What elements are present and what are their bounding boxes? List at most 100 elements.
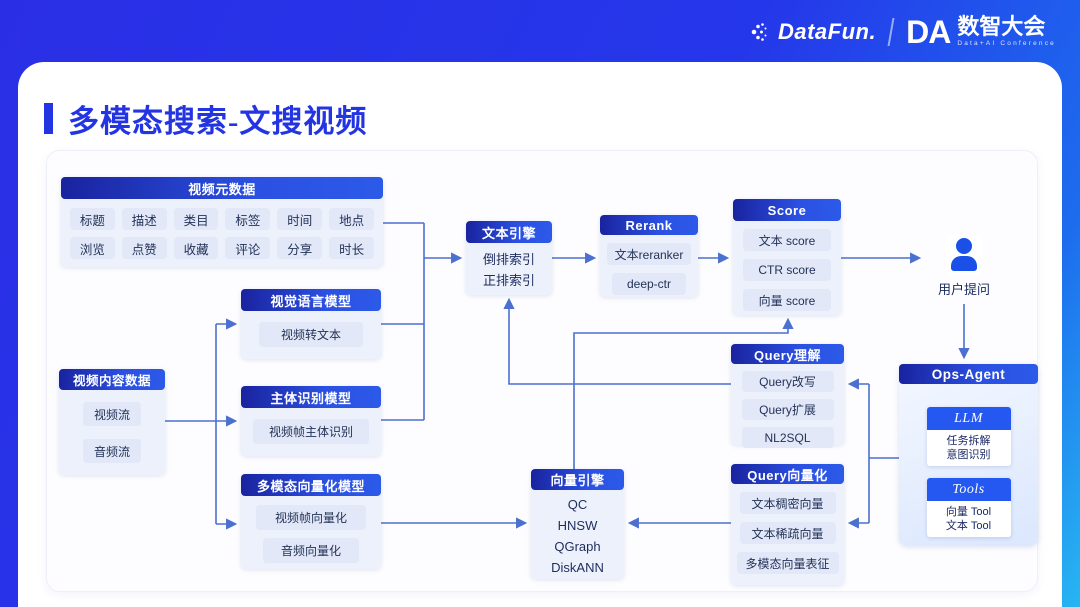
query-vectorization-item: 文本稀疏向量 (739, 522, 836, 544)
rerank-items: 文本reranker deep-ctr (600, 235, 698, 295)
brand-divider (887, 18, 895, 46)
vector-engine-item: DiskANN (551, 560, 604, 575)
conference-name-cn: 数智大会 (957, 14, 1046, 40)
box-subject-recognition-model-header: 主体识别模型 (241, 386, 381, 408)
ops-tools-line: 向量 Tool (945, 506, 992, 518)
metadata-tag: 浏览 (70, 237, 115, 259)
query-vectorization-item: 多模态向量表征 (736, 552, 839, 574)
box-video-content: 视频内容数据 视频流 音频流 (59, 369, 165, 475)
box-video-content-header: 视频内容数据 (59, 369, 165, 390)
mm-vector-items: 视频帧向量化 音频向量化 (241, 496, 381, 563)
query-vectorization-items: 文本稠密向量 文本稀疏向量 多模态向量表征 (731, 484, 844, 574)
box-video-metadata: 视频元数据 标题 描述 类目 标签 时间 地点 浏览 点赞 收藏 评论 分享 时… (61, 177, 383, 267)
ops-tools-header: Tools (926, 478, 1011, 501)
mm-vector-item: 音频向量化 (263, 538, 359, 563)
metadata-tags: 标题 描述 类目 标签 时间 地点 浏览 点赞 收藏 评论 分享 时长 (61, 199, 383, 268)
rerank-item: deep-ctr (612, 273, 686, 295)
datafun-dots-icon (751, 23, 767, 41)
metadata-tag: 描述 (121, 208, 167, 230)
box-subject-recognition-model: 主体识别模型 视频帧主体识别 (241, 386, 381, 456)
user-icon-head (956, 238, 972, 254)
user-icon-torso (951, 256, 977, 271)
da-conference-logo: DA 数智大会 Data+AI Conference (906, 16, 1056, 48)
brand-bar: DataFun. DA 数智大会 Data+AI Conference (750, 16, 1056, 48)
box-vector-engine: 向量引擎 QC HNSW QGraph DiskANN (531, 469, 624, 579)
ops-tools-box: Tools 向量 Tool 文本 Tool (926, 478, 1011, 537)
text-engine-items: 倒排索引 正排索引 (466, 243, 552, 289)
box-score-header: Score (733, 199, 841, 221)
subject-model-items: 视频帧主体识别 (241, 408, 381, 444)
slide-title-row: 多模态搜索-文搜视频 (44, 96, 367, 141)
conference-name: 数智大会 Data+AI Conference (957, 16, 1056, 48)
box-rerank-header: Rerank (600, 215, 698, 235)
vector-engine-items: QC HNSW QGraph DiskANN (531, 490, 624, 578)
arrow-vector-engine-to-score (573, 317, 794, 469)
metadata-tag: 标题 (70, 208, 115, 230)
datafun-logo: DataFun. (750, 19, 876, 45)
user-icon (946, 235, 982, 275)
box-video-metadata-header: 视频元数据 (61, 177, 383, 199)
query-understanding-items: Query改写 Query扩展 NL2SQL (731, 364, 844, 448)
metadata-tag: 时长 (329, 237, 374, 259)
ops-llm-body: 任务拆解 意图识别 (926, 430, 1011, 466)
box-query-vectorization-header: Query向量化 (731, 464, 844, 484)
box-query-vectorization: Query向量化 文本稠密向量 文本稀疏向量 多模态向量表征 (731, 464, 844, 585)
score-item: CTR score (743, 259, 831, 281)
ops-tools-body: 向量 Tool 文本 Tool (926, 501, 1011, 537)
box-text-engine: 文本引擎 倒排索引 正排索引 (466, 221, 552, 295)
da-letters: DA (906, 14, 951, 50)
text-engine-item: 正排索引 (482, 273, 535, 288)
box-rerank: Rerank 文本reranker deep-ctr (600, 215, 698, 297)
ops-llm-header: LLM (926, 407, 1011, 430)
mm-vector-item: 视频帧向量化 (256, 505, 366, 530)
slide-title: 多模态搜索-文搜视频 (68, 104, 368, 139)
metadata-tag: 评论 (225, 237, 271, 259)
metadata-tag: 收藏 (173, 237, 219, 259)
metadata-tag: 类目 (173, 208, 219, 230)
box-multimodal-vectorization-model: 多模态向量化模型 视频帧向量化 音频向量化 (241, 474, 381, 569)
video-content-item: 音频流 (83, 439, 141, 463)
ops-llm-box: LLM 任务拆解 意图识别 (926, 407, 1011, 466)
vlm-item: 视频转文本 (259, 322, 363, 347)
vector-engine-item: QC (567, 497, 588, 512)
metadata-tag: 标签 (225, 208, 271, 230)
score-items: 文本 score CTR score 向量 score (733, 221, 841, 311)
datafun-wordmark: DataFun. (777, 19, 877, 44)
connector-wires (165, 222, 970, 530)
box-multimodal-vectorization-model-header: 多模态向量化模型 (241, 474, 381, 496)
query-vectorization-item: 文本稠密向量 (739, 492, 836, 514)
box-visual-language-model: 视觉语言模型 视频转文本 (241, 289, 381, 359)
box-ops-agent-header: Ops-Agent (899, 364, 1038, 384)
query-understanding-item: Query改写 (741, 371, 834, 392)
ops-llm-line: 意图识别 (946, 449, 991, 461)
rerank-item: 文本reranker (607, 243, 691, 265)
metadata-tag: 分享 (277, 237, 323, 259)
conference-name-en: Data+AI Conference (957, 40, 1056, 48)
vlm-items: 视频转文本 (241, 311, 381, 347)
vector-engine-item: QGraph (554, 539, 601, 554)
query-understanding-item: Query扩展 (741, 399, 834, 420)
video-content-item: 视频流 (83, 402, 141, 426)
box-ops-agent: Ops-Agent LLM 任务拆解 意图识别 Tools 向量 Tool 文本… (899, 364, 1038, 546)
ops-llm-line: 任务拆解 (946, 435, 991, 447)
box-visual-language-model-header: 视觉语言模型 (241, 289, 381, 311)
box-score: Score 文本 score CTR score 向量 score (733, 199, 841, 315)
wire-ops-bracket (868, 384, 899, 523)
text-engine-item: 倒排索引 (482, 252, 535, 267)
user-label: 用户提问 (937, 282, 990, 297)
arrow-query-understanding-to-text-engine (503, 297, 731, 385)
title-accent-bar (44, 103, 53, 134)
metadata-tag: 地点 (329, 208, 374, 230)
metadata-tag: 时间 (277, 208, 323, 230)
box-query-understanding-header: Query理解 (731, 344, 844, 364)
score-item: 向量 score (743, 289, 831, 311)
user-block: 用户提问 (926, 235, 1002, 298)
query-understanding-item: NL2SQL (741, 427, 834, 448)
box-query-understanding: Query理解 Query改写 Query扩展 NL2SQL (731, 344, 844, 448)
diagram-panel: 视频元数据 标题 描述 类目 标签 时间 地点 浏览 点赞 收藏 评论 分享 时… (46, 150, 1038, 592)
metadata-tag: 点赞 (121, 237, 167, 259)
box-text-engine-header: 文本引擎 (466, 221, 552, 243)
subject-model-item: 视频帧主体识别 (253, 419, 369, 444)
vector-engine-item: HNSW (557, 518, 598, 533)
ops-tools-line: 文本 Tool (945, 520, 992, 532)
